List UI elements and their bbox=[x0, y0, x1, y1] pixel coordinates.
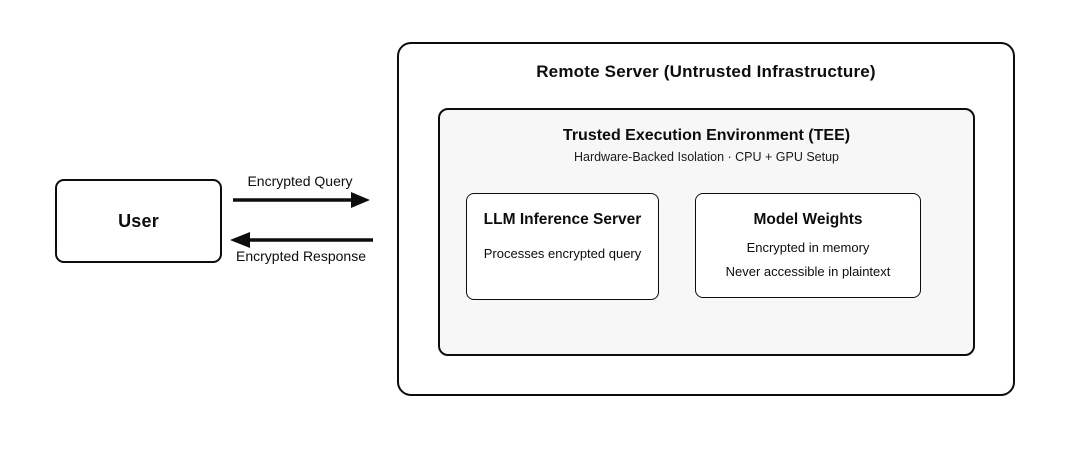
encrypted-response-arrow bbox=[230, 232, 373, 248]
model-weights-node: Model Weights Encrypted in memory Never … bbox=[695, 193, 921, 298]
model-weights-line1: Encrypted in memory bbox=[746, 240, 870, 255]
tee-title: Trusted Execution Environment (TEE) bbox=[562, 127, 851, 144]
model-weights-line2: Never accessible in plaintext bbox=[725, 264, 891, 279]
tee-subtitle: Hardware-Backed Isolation · CPU + GPU Se… bbox=[573, 150, 840, 164]
tee-node: Trusted Execution Environment (TEE) Hard… bbox=[438, 108, 975, 356]
llm-inference-server-node: LLM Inference Server Processes encrypted… bbox=[466, 193, 659, 300]
user-node: User bbox=[55, 179, 222, 263]
user-node-label: User bbox=[118, 210, 159, 231]
remote-server-node: Remote Server (Untrusted Infrastructure)… bbox=[397, 42, 1015, 396]
remote-server-title: Remote Server (Untrusted Infrastructure) bbox=[536, 62, 876, 81]
encrypted-query-arrow bbox=[233, 192, 370, 208]
encrypted-response-label: Encrypted Response bbox=[236, 248, 366, 264]
llm-inference-server-title: LLM Inference Server bbox=[483, 211, 642, 228]
encrypted-query-label: Encrypted Query bbox=[247, 173, 353, 189]
llm-inference-server-description: Processes encrypted query bbox=[483, 246, 642, 261]
model-weights-title: Model Weights bbox=[753, 211, 863, 228]
